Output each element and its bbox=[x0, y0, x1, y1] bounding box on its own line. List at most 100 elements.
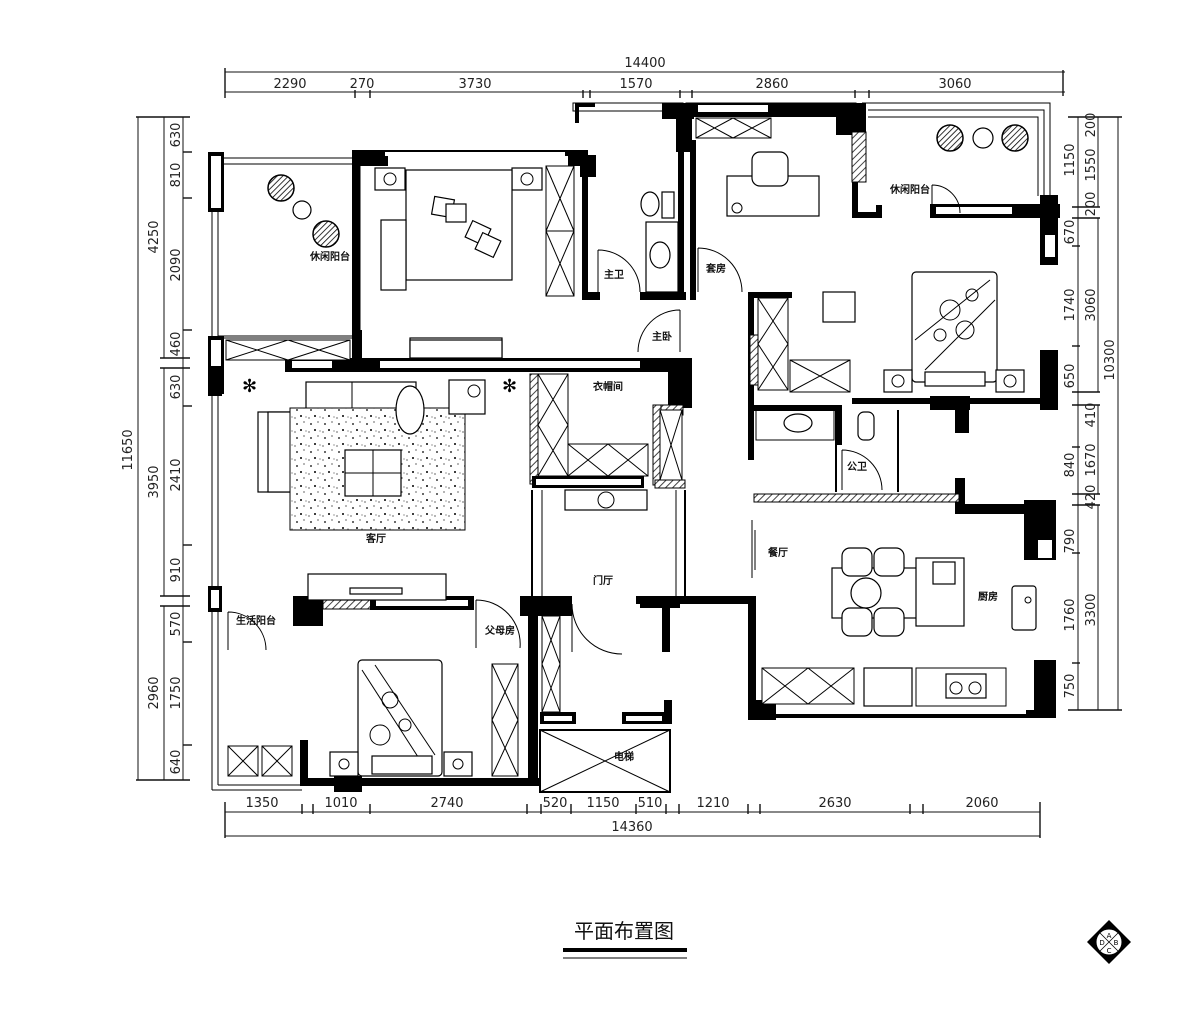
label-kitchen: 厨房 bbox=[978, 590, 998, 603]
label-master-bath: 主卫 bbox=[604, 268, 624, 281]
dim-top-seg: 3060 bbox=[938, 77, 971, 92]
bed-parents-room bbox=[329, 659, 473, 777]
plant-icon: ✻ bbox=[502, 376, 517, 397]
dim-left-group: 3950 bbox=[147, 465, 162, 498]
wardrobe-walk-in bbox=[537, 373, 683, 481]
label-leisure-balcony-left: 休闲阳台 bbox=[309, 250, 350, 263]
dim-left-group: 2960 bbox=[147, 676, 162, 709]
drawing-title: 平面布置图 bbox=[563, 919, 687, 959]
dim-top-seg: 270 bbox=[350, 77, 375, 92]
label-study: 套房 bbox=[705, 262, 726, 275]
dim-left-seg: 1750 bbox=[169, 676, 184, 709]
dim-left-group: 4250 bbox=[147, 220, 162, 253]
dim-bottom-seg: 520 bbox=[543, 796, 568, 811]
title-text: 平面布置图 bbox=[574, 919, 674, 943]
dim-bottom-total: 14360 bbox=[611, 820, 652, 835]
wardrobe-study bbox=[757, 297, 851, 393]
compass-letter: D bbox=[1099, 939, 1104, 947]
label-elevator: 电梯 bbox=[614, 750, 634, 763]
label-dining-room: 餐厅 bbox=[767, 546, 788, 559]
balcony-frames bbox=[211, 102, 1051, 791]
dim-bottom-seg: 510 bbox=[638, 796, 663, 811]
bed-master bbox=[374, 167, 543, 359]
compass-letter: B bbox=[1114, 939, 1119, 947]
dim-right-group: 1670 bbox=[1084, 443, 1099, 476]
dim-bottom-seg: 1010 bbox=[324, 796, 357, 811]
room-labels: 休闲阳台 休闲阳台 主卫 套房 主卧 衣帽间 客厅 门厅 生活阳台 父母房 电梯… bbox=[236, 183, 998, 763]
dimension-right: 1150 670 1740 650 840 790 1760 750 200 1… bbox=[1063, 113, 1122, 711]
dim-right-group-part: 420 bbox=[1084, 485, 1099, 510]
label-public-bath: 公卫 bbox=[847, 461, 867, 473]
label-living-room: 客厅 bbox=[365, 532, 386, 545]
dimension-top: 14400 2290 270 3730 1570 2860 3060 bbox=[224, 56, 1065, 98]
vanity-walk-in bbox=[564, 489, 648, 511]
dimension-bottom: 1350 1010 2740 520 1150 510 1210 2630 20… bbox=[224, 796, 1041, 838]
dim-right-outer: 200 bbox=[1084, 192, 1099, 217]
dim-right-seg: 670 bbox=[1063, 220, 1078, 245]
dim-top-seg: 3730 bbox=[458, 77, 491, 92]
compass-letter: C bbox=[1107, 947, 1112, 955]
dim-bottom-seg: 1210 bbox=[696, 796, 729, 811]
desk-study bbox=[726, 151, 820, 217]
dim-right-seg: 1760 bbox=[1063, 598, 1078, 631]
cabinet-study-top bbox=[695, 117, 772, 139]
kitchen-appliances bbox=[863, 585, 1037, 707]
dim-top-total: 14400 bbox=[624, 56, 665, 71]
elevator bbox=[539, 729, 671, 793]
label-parents-room: 父母房 bbox=[484, 624, 515, 637]
dim-bottom-seg: 2060 bbox=[965, 796, 998, 811]
compass-letter: A bbox=[1107, 932, 1112, 940]
public-bath-fixtures bbox=[755, 409, 875, 441]
dim-left-seg: 810 bbox=[169, 163, 184, 188]
wardrobe-parents-room bbox=[491, 663, 519, 777]
dim-top-seg: 2860 bbox=[755, 77, 788, 92]
dim-right-group-part: 410 bbox=[1084, 403, 1099, 428]
dining-table-set bbox=[831, 547, 965, 637]
ottoman-study bbox=[822, 291, 856, 323]
dim-left-seg: 570 bbox=[169, 612, 184, 637]
label-service-balcony: 生活阳台 bbox=[236, 614, 276, 627]
dim-right-seg: 1150 bbox=[1063, 143, 1078, 176]
cabinet-dining bbox=[761, 667, 855, 705]
dim-left-seg: 460 bbox=[169, 332, 184, 357]
lounge-chairs-right bbox=[936, 124, 1029, 152]
dim-right-seg: 790 bbox=[1063, 529, 1078, 554]
dim-right-seg: 840 bbox=[1063, 453, 1078, 478]
cabinets bbox=[225, 117, 855, 777]
toilet-master-bath bbox=[640, 191, 679, 293]
dim-bottom-seg: 1350 bbox=[245, 796, 278, 811]
doors bbox=[227, 184, 961, 655]
dim-right-seg: 750 bbox=[1063, 674, 1078, 699]
cabinet-left-balcony bbox=[225, 339, 351, 361]
dim-top-seg: 1570 bbox=[619, 77, 652, 92]
label-leisure-balcony-right: 休闲阳台 bbox=[889, 183, 930, 196]
dim-right-seg: 1740 bbox=[1063, 288, 1078, 321]
dim-right-group: 3300 bbox=[1084, 593, 1099, 626]
dim-right-outer: 1550 bbox=[1084, 148, 1099, 181]
dim-right-total: 10300 bbox=[1103, 339, 1118, 380]
dim-left-seg: 640 bbox=[169, 750, 184, 775]
bed-right-bedroom bbox=[883, 271, 1025, 393]
plant-icon: ✻ bbox=[242, 376, 257, 397]
furniture: ✻ ✻ bbox=[242, 124, 1037, 777]
dim-left-seg: 2090 bbox=[169, 248, 184, 281]
dim-bottom-seg: 2630 bbox=[818, 796, 851, 811]
dimension-left: 11650 4250 3950 2960 630 810 2090 460 63… bbox=[121, 116, 192, 781]
cabinet-foyer-shoe bbox=[541, 615, 561, 713]
dim-bottom-seg: 1150 bbox=[586, 796, 619, 811]
dim-right-group: 3060 bbox=[1084, 288, 1099, 321]
cabinet-service-balcony bbox=[227, 745, 293, 777]
sofa-set-living bbox=[257, 339, 503, 601]
label-master-bedroom: 主卧 bbox=[652, 330, 672, 343]
dim-left-seg: 630 bbox=[169, 375, 184, 400]
lounge-chairs-left bbox=[267, 174, 340, 248]
dim-right-outer: 200 bbox=[1084, 113, 1099, 138]
dim-left-seg: 2410 bbox=[169, 458, 184, 491]
label-walk-in-closet: 衣帽间 bbox=[593, 380, 623, 393]
dim-left-total: 11650 bbox=[121, 429, 136, 470]
dim-left-seg: 630 bbox=[169, 123, 184, 148]
dim-top-seg: 2290 bbox=[273, 77, 306, 92]
label-foyer: 门厅 bbox=[593, 574, 613, 587]
wardrobe-master-bedroom bbox=[545, 165, 575, 297]
